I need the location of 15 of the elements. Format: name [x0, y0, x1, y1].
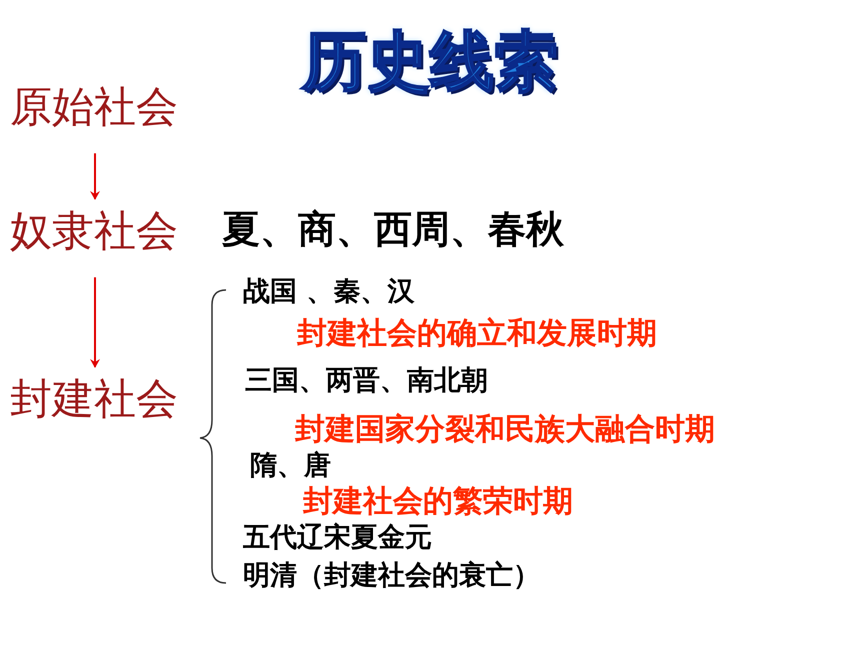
arrow: [90, 277, 100, 368]
stage-description: 封建社会的确立和发展时期: [297, 317, 657, 352]
stage-description: 封建国家分裂和民族大融合时期: [295, 413, 715, 448]
period-text: 五代辽宋夏金元: [243, 522, 432, 554]
period-text: 夏、商、西周、春秋: [222, 208, 564, 252]
stage-label: 奴隶社会: [10, 207, 178, 256]
arrow: [90, 153, 100, 200]
stage-label: 封建社会: [10, 375, 178, 424]
period-text: 三国、两晋、南北朝: [245, 365, 488, 396]
stage-label: 原始社会: [10, 83, 178, 132]
period-text: 战国 、秦、汉: [243, 276, 414, 308]
title: 历史线索: [300, 24, 559, 101]
period-text: 明清（封建社会的衰亡）: [243, 560, 540, 592]
stage-description: 封建社会的繁荣时期: [303, 485, 573, 520]
period-text: 隋、唐: [250, 450, 331, 482]
